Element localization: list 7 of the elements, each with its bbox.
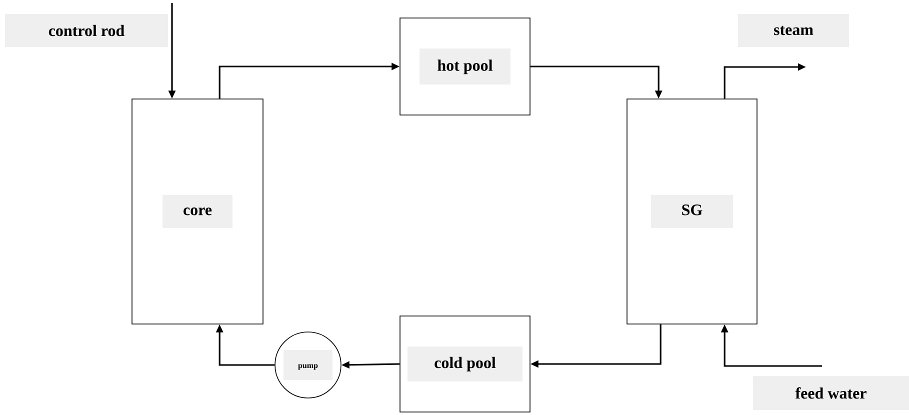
text-label: feed water	[753, 376, 909, 410]
process-box: core	[132, 98, 264, 324]
text-label: control rod	[5, 14, 168, 47]
process-box: hot pool	[400, 18, 530, 116]
process-box: SG	[626, 98, 758, 324]
text-label: steam	[738, 14, 850, 47]
process-box: cold pool	[400, 316, 530, 412]
